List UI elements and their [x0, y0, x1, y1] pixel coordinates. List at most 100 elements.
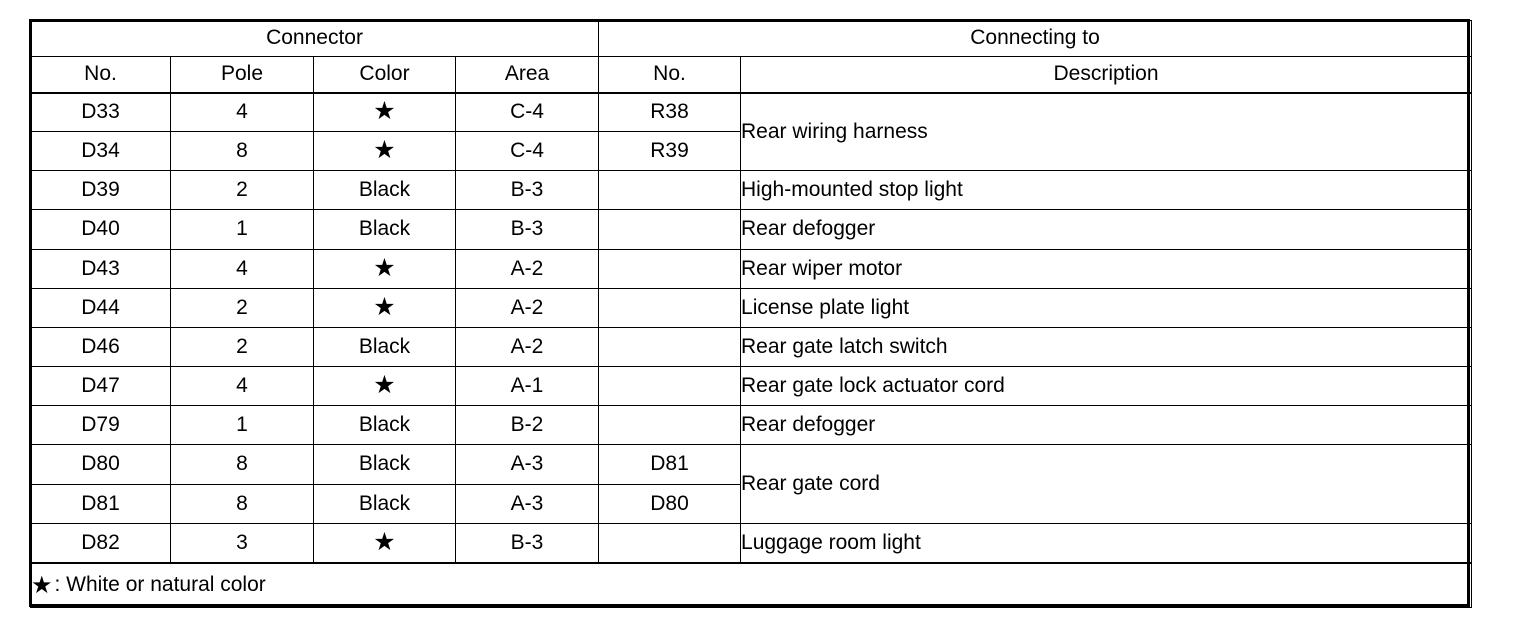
cell-no: D40	[30, 209, 171, 250]
cell-description: Rear wiring harness	[740, 91, 1473, 172]
cell-pole: 2	[170, 287, 314, 328]
footnote-cell: ★: White or natural color	[29, 561, 1473, 608]
cell-no: D79	[30, 405, 171, 446]
cell-pole: 4	[170, 248, 314, 289]
column-header-color: Color	[313, 56, 456, 94]
cell-area: A-3	[454, 444, 600, 485]
cell-color: ★	[313, 522, 456, 564]
column-header-desc: Description	[740, 56, 1473, 94]
cell-no: D44	[30, 287, 171, 328]
column-header-area: Area	[454, 56, 600, 94]
star-icon: ★	[373, 371, 396, 400]
cell-area: B-3	[454, 170, 600, 211]
cell-description: Rear gate cord	[740, 444, 1473, 524]
cell-no: D33	[30, 91, 171, 133]
cell-description: Rear gate lock actuator cord	[740, 366, 1473, 407]
cell-no: D80	[30, 444, 171, 485]
cell-area: A-2	[454, 287, 600, 328]
cell-pole: 2	[170, 326, 314, 368]
cell-area: A-2	[454, 326, 600, 368]
cell-pole: 2	[170, 170, 314, 211]
cell-pole: 3	[170, 522, 314, 564]
cell-color: Black	[313, 326, 456, 368]
group-header-connecting-to: Connecting to	[598, 20, 1473, 57]
cell-color: ★	[313, 287, 456, 328]
cell-description: Rear gate latch switch	[740, 326, 1473, 368]
cell-no: D43	[30, 248, 171, 289]
column-header-conn_no: No.	[598, 56, 742, 94]
cell-color: Black	[313, 483, 456, 524]
cell-conn-no	[598, 209, 742, 250]
cell-pole: 4	[170, 366, 314, 407]
cell-conn-no: R39	[598, 131, 742, 172]
cell-no: D34	[30, 131, 171, 172]
footnote-row: ★: White or natural color	[29, 561, 1473, 608]
cell-color: Black	[313, 405, 456, 446]
cell-description: Rear wiper motor	[740, 248, 1473, 289]
cell-description: High-mounted stop light	[740, 170, 1473, 211]
cell-description: Luggage room light	[740, 522, 1473, 564]
star-icon: ★	[31, 571, 53, 599]
group-header-connector: Connector	[29, 20, 600, 57]
cell-conn-no	[598, 287, 742, 328]
cell-color: Black	[313, 170, 456, 211]
cell-pole: 8	[170, 444, 314, 485]
cell-no: D47	[30, 366, 171, 407]
cell-no: D39	[30, 170, 171, 211]
column-header-no: No.	[30, 56, 171, 94]
cell-color: ★	[313, 91, 456, 133]
cell-no: D82	[30, 522, 171, 564]
cell-pole: 8	[170, 131, 314, 172]
cell-area: A-3	[454, 483, 600, 524]
cell-conn-no: D81	[598, 444, 742, 485]
star-icon: ★	[373, 136, 396, 165]
cell-area: A-1	[454, 366, 600, 407]
cell-area: C-4	[454, 91, 600, 133]
cell-no: D46	[30, 326, 171, 368]
cell-pole: 4	[170, 91, 314, 133]
cell-color: ★	[313, 248, 456, 289]
table-foot: ★: White or natural color	[29, 561, 1473, 608]
footnote-label: : White or natural color	[54, 572, 266, 596]
cell-color: Black	[313, 209, 456, 250]
column-header-pole: Pole	[170, 56, 314, 94]
cell-area: B-3	[454, 522, 600, 564]
cell-color: ★	[313, 366, 456, 407]
cell-conn-no: R38	[598, 91, 742, 133]
cell-conn-no	[598, 405, 742, 446]
cell-conn-no	[598, 170, 742, 211]
star-icon: ★	[373, 527, 396, 556]
cell-color: ★	[313, 131, 456, 172]
star-icon: ★	[373, 292, 396, 321]
cell-area: B-3	[454, 209, 600, 250]
cell-no: D81	[30, 483, 171, 524]
star-icon: ★	[373, 97, 396, 126]
cell-pole: 1	[170, 209, 314, 250]
cell-area: B-2	[454, 405, 600, 446]
cell-area: C-4	[454, 131, 600, 172]
cell-conn-no	[598, 366, 742, 407]
cell-conn-no	[598, 326, 742, 368]
cell-pole: 8	[170, 483, 314, 524]
cell-description: Rear defogger	[740, 209, 1473, 250]
cell-pole: 1	[170, 405, 314, 446]
star-icon: ★	[373, 253, 396, 282]
cell-conn-no	[598, 248, 742, 289]
cell-description: License plate light	[740, 287, 1473, 328]
cell-conn-no: D80	[598, 483, 742, 524]
